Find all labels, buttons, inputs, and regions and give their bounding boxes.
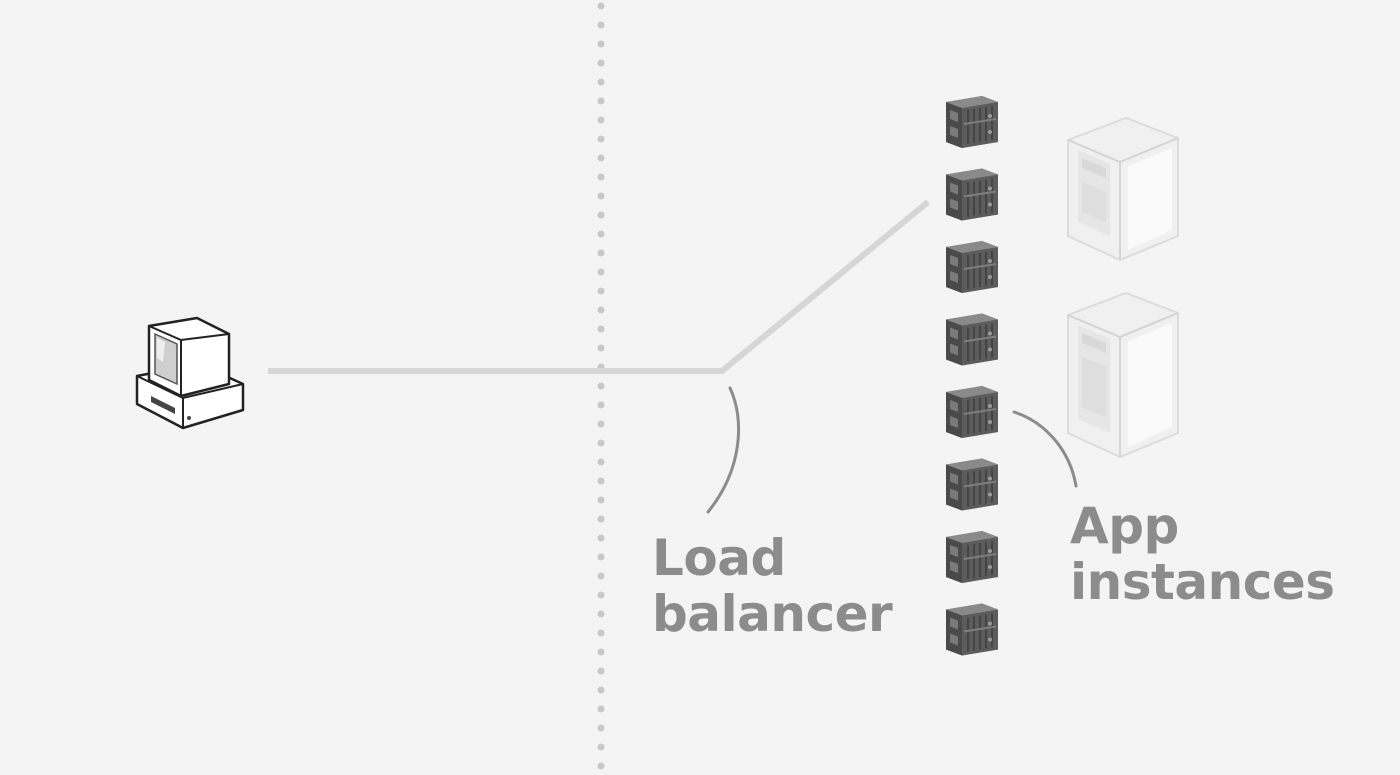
client-computer-icon	[135, 316, 245, 430]
container-stack	[946, 96, 998, 656]
server-tower-icon	[1067, 116, 1179, 262]
app-instances-label: App instances	[1070, 498, 1335, 610]
container-icon	[946, 458, 998, 511]
load-balancer-pointer	[706, 386, 741, 514]
container-icon	[946, 603, 998, 656]
app-instances-label-line-2: instances	[1070, 553, 1335, 611]
load-balancer-label-line-1: Load	[652, 529, 786, 587]
request-path-line	[268, 199, 930, 374]
app-instances-pointer	[1012, 410, 1078, 488]
app-instances-label-line-1: App	[1070, 497, 1179, 555]
load-balancer-label: Load balancer	[652, 529, 893, 643]
load-balancer-label-line-2: balancer	[652, 585, 893, 643]
container-icon	[946, 241, 998, 293]
container-icon	[946, 96, 998, 148]
server-tower-icon	[1067, 291, 1179, 459]
container-icon	[946, 531, 998, 583]
container-icon	[946, 386, 998, 438]
container-icon	[946, 313, 998, 366]
container-icon	[946, 168, 998, 221]
